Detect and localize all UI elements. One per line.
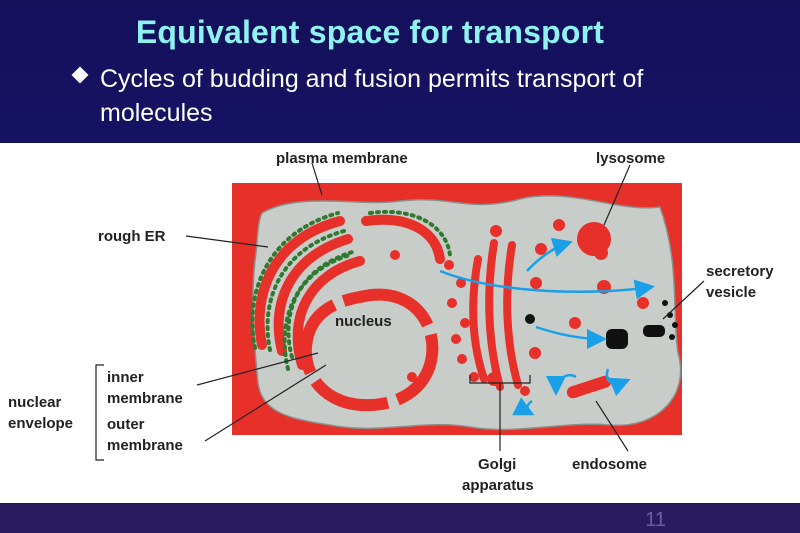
label-rough-er: rough ER (98, 228, 166, 245)
footer-bar: 11 (0, 503, 800, 533)
label-plasma-membrane: plasma membrane (276, 150, 408, 167)
label-outer-membrane: membrane (107, 437, 183, 454)
label-inner: inner (107, 369, 144, 386)
label-vesicle: vesicle (706, 284, 756, 301)
label-nucleus: nucleus (335, 313, 392, 330)
golgi-apparatus (469, 239, 522, 391)
page-number: 11 (645, 509, 666, 531)
cell-diagram: plasma membrane lysosome rough ER secret… (0, 143, 800, 503)
label-golgi: Golgi (478, 456, 516, 473)
cell-diagram-svg: plasma membrane lysosome rough ER secret… (8, 150, 774, 494)
secretory-vesicles (525, 300, 678, 349)
rough-er (254, 214, 445, 370)
bullet-text: Cycles of budding and fusion permits tra… (100, 65, 644, 127)
label-nuclear: nuclear (8, 394, 62, 411)
diamond-bullet-icon (71, 66, 89, 84)
label-lysosome: lysosome (596, 150, 665, 167)
label-inner-membrane: membrane (107, 390, 183, 407)
label-endosome: endosome (572, 456, 647, 473)
endosome (566, 375, 612, 399)
label-apparatus: apparatus (462, 477, 534, 494)
label-outer: outer (107, 416, 145, 433)
label-secretory: secretory (706, 263, 774, 280)
leader-lines (95, 162, 705, 461)
nuclear-envelope (299, 288, 439, 412)
lysosome (577, 222, 611, 256)
transport-arrows (439, 237, 655, 416)
ribosomes (250, 209, 452, 371)
slide-title: Equivalent space for transport (135, 14, 605, 50)
label-envelope: envelope (8, 415, 73, 432)
cytoplasm (252, 195, 682, 431)
